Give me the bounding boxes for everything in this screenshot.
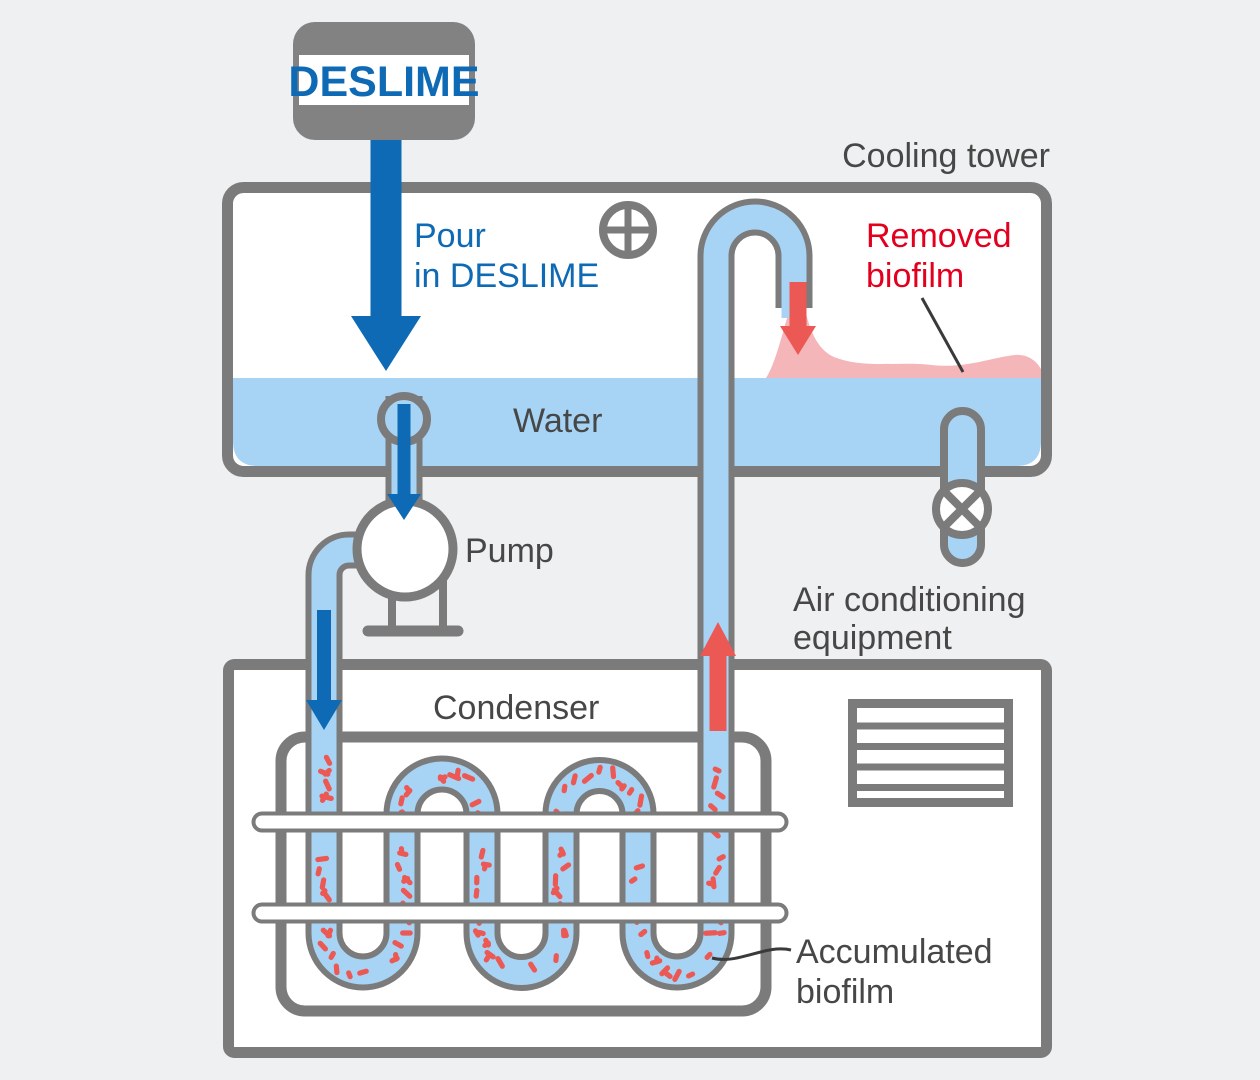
biofilm-mark [708,803,718,813]
biofilm-mark [672,968,682,983]
biofilm-mark [474,874,480,886]
removed-biofilm-label-line1: Removed [866,217,1012,255]
biofilm-mark [480,861,492,868]
return-flow-arrow [700,622,736,731]
biofilm-mark [610,765,617,780]
accumulated-biofilm-label-line1: Accumulated [796,933,993,971]
biofilm-mark [437,774,448,782]
deslime-dispenser: DESLIME [288,22,480,140]
biofilm-mark [637,793,645,808]
biofilm-mark [357,968,369,976]
intake-flow-arrow [387,404,421,520]
downpipe-flow-arrow [306,610,342,730]
water-label: Water [513,402,602,440]
biofilm-mark [495,955,505,969]
biofilm-mark [712,766,722,774]
biofilm-mark [320,888,328,897]
biofilm-mark [315,866,322,877]
biofilm-mark [389,955,400,964]
pour-arrow [351,140,421,371]
biofilm-mark [319,877,327,891]
biofilm-mark [713,864,722,876]
air-conditioning-label-line1: Air conditioning [793,581,1025,619]
biofilm-mark [398,846,405,856]
biofilm-mark [454,767,461,779]
biofilm-mark [706,880,716,887]
biofilm-mark [717,930,727,936]
biofilm-mark [644,949,651,960]
biofilm-mark [323,754,333,766]
biofilm-mark [528,961,538,973]
deslime-label-band [299,55,469,105]
biofilm-mark [558,846,566,857]
biofilm-mark [561,927,567,939]
biofilm-mark [553,953,559,964]
biofilm-mark [394,861,403,872]
biofilm-mark [403,787,413,798]
accumulated-biofilm-connector [711,947,792,961]
biofilm-mark [392,940,404,949]
biofilm-mark [461,773,476,782]
removed-biofilm-label-line2: biofilm [866,257,964,295]
biofilm-mark [400,887,413,899]
biofilm-mark [401,875,411,884]
accumulated-biofilm-label-line2: biofilm [796,973,894,1011]
deslime-logo: DESLIME [288,58,479,106]
biofilm-mark [686,971,696,979]
biofilm-mark [550,885,560,896]
fan-icon [599,201,657,259]
biofilm-mark [322,767,332,777]
valve-icon [932,479,992,539]
removed-biofilm-film [766,309,1041,378]
biofilm-mark [628,876,638,884]
biofilm-mark [346,970,353,980]
removed-biofilm-connector [920,297,965,373]
biofilm-mark [596,764,603,775]
biofilm-mark [561,783,568,794]
water-fill [233,378,1041,466]
biofilm-mark [325,927,334,939]
biofilm-mark [469,798,482,808]
biofilm-mark [638,928,648,938]
biofilm-mark [570,773,578,786]
biofilm-mark [328,950,336,960]
biofilm-mark [315,855,330,863]
vent-grille-icon [848,699,1013,807]
biofilm-mark [472,928,481,938]
biofilm-mark [633,863,646,871]
biofilm-mark [476,929,486,937]
biofilm-mark [581,772,594,784]
biofilm-mark [703,930,718,936]
biofilm-mark [711,775,720,790]
biofilm-mark [661,969,673,980]
pour-label-line2: in DESLIME [414,257,599,295]
biofilm-mark [322,778,332,792]
biofilm-mark [626,787,635,796]
biofilm-mark [478,847,486,860]
biofilm-mark [317,940,328,952]
biofilm-mark [654,955,660,965]
biofilm-mark [333,963,340,976]
biofilm-mark [619,783,627,792]
pump-label: Pump [465,532,554,570]
biofilm-mark [398,795,405,807]
biofilm-mark [319,791,329,803]
biofilm-mark [447,772,462,782]
biofilm-mark [716,854,726,862]
air-conditioning-label-line2: equipment [793,619,952,657]
biofilm-mark [484,949,496,960]
biofilm-mark [704,951,713,960]
condenser-label: Condenser [433,689,599,727]
pour-label-line1: Pour [414,217,486,255]
biofilm-mark [483,937,492,948]
biofilm-mark [560,862,572,872]
biofilm-mark [473,887,480,899]
cooling-tower-label: Cooling tower [842,137,1050,175]
biofilm-mark [552,873,559,888]
outlet-flow-arrow [780,282,816,355]
biofilm-mark [400,930,413,936]
biofilm-mark [714,790,726,800]
